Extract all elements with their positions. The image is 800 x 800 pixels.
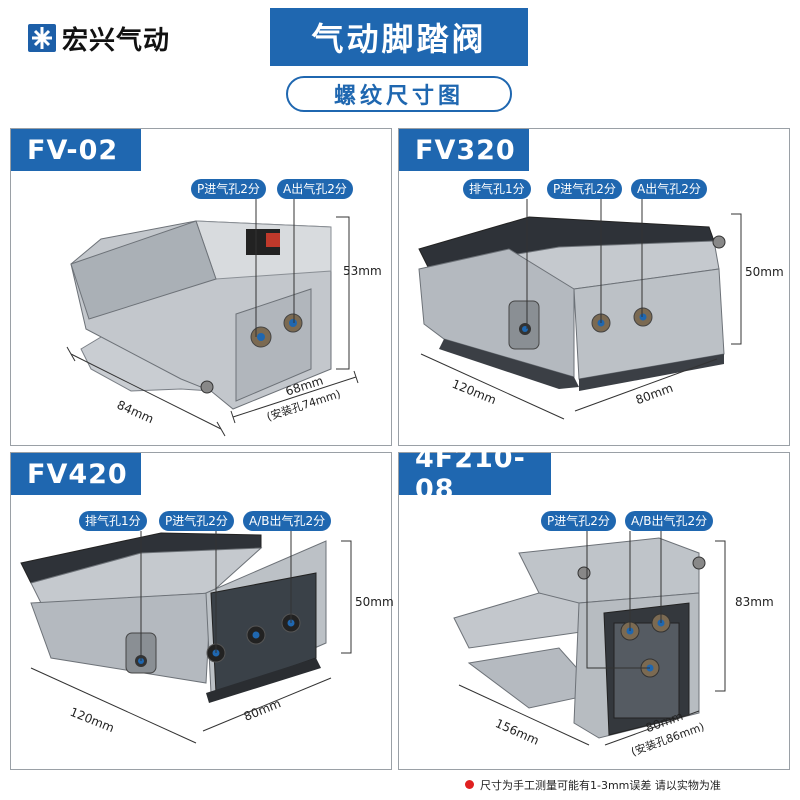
brand-mark-icon xyxy=(28,24,56,52)
model-tab: FV320 xyxy=(399,129,529,171)
brand-logo: 宏兴气动 xyxy=(28,18,170,58)
model-tab: FV-02 xyxy=(11,129,141,171)
callout-ab-outlet: A/B出气孔2分 xyxy=(625,511,714,531)
fv320-illustration xyxy=(418,199,742,420)
dim-height: 50mm xyxy=(745,265,784,279)
callout-a-outlet: A出气孔2分 xyxy=(631,179,707,199)
panel-fv420: FV420 排气孔1分 P进气孔2分 A/B出气孔2分 50mm 120mm 8… xyxy=(10,452,394,770)
callout-p-inlet: P进气孔2分 xyxy=(547,179,622,199)
callout-a-outlet: A出气孔2分 xyxy=(277,179,353,199)
4f210-08-illustration xyxy=(453,531,726,746)
page-subtitle: 螺纹尺寸图 xyxy=(286,76,512,112)
footer-note: 尺寸为手工测量可能有1-3mm误差 请以实物为准 xyxy=(480,779,721,792)
model-tab: FV420 xyxy=(11,453,141,495)
dim-height: 50mm xyxy=(355,595,394,609)
callout-exhaust: 排气孔1分 xyxy=(463,179,531,199)
callout-exhaust: 排气孔1分 xyxy=(79,511,147,531)
callout-p-inlet: P进气孔2分 xyxy=(541,511,616,531)
warning-dot-icon xyxy=(465,780,474,789)
callout-p-inlet: P进气孔2分 xyxy=(159,511,234,531)
panel-4f210-08: 4F210-08 P进气孔2分 A/B出气孔2分 83mm 156mm 80mm… xyxy=(398,443,790,770)
page-title: 气动脚踏阀 xyxy=(270,8,528,66)
model-tab: 4F210-08 xyxy=(399,443,551,505)
callout-p-inlet: P进气孔2分 xyxy=(191,179,266,199)
dim-height: 83mm xyxy=(735,595,774,609)
brand-name: 宏兴气动 xyxy=(62,25,171,56)
dim-height: 53mm xyxy=(343,264,382,278)
callout-ab-outlet: A/B出气孔2分 xyxy=(243,511,332,531)
fv-02-illustration xyxy=(66,199,359,437)
fv420-illustration xyxy=(20,531,352,744)
panel-fv-02: FV-02 P进气孔2分 A出气孔2分 53mm 84mm 68mm (安装孔7… xyxy=(10,128,392,446)
panel-fv320: FV320 排气孔1分 P进气孔2分 A出气孔2分 50mm 120mm 80m… xyxy=(398,128,790,446)
